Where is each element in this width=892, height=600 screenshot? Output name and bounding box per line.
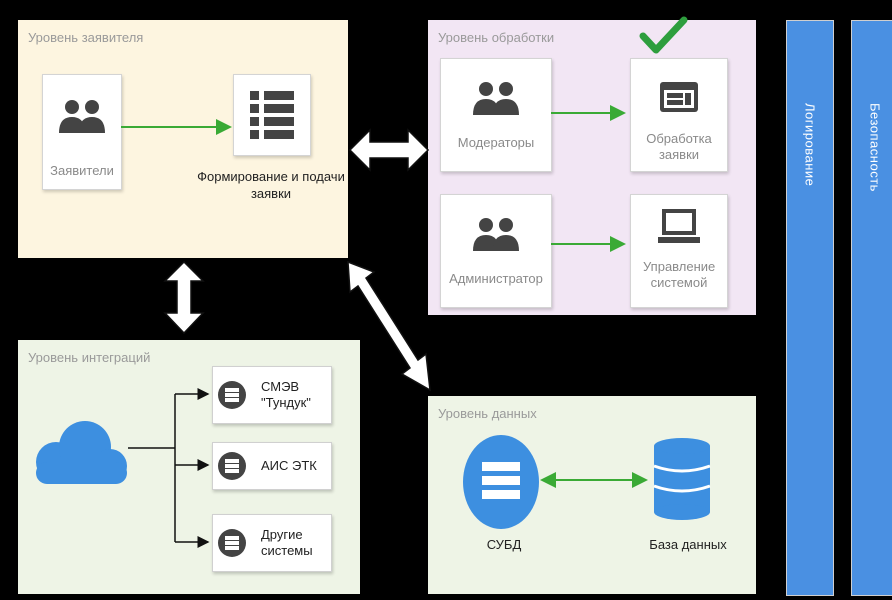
integration-zone-title: Уровень интеграций [28,350,151,365]
applicant-data-double-arrow [347,260,431,392]
server-icon [218,529,246,557]
integration-system-label: Другие системы [261,527,313,558]
processing-zone: Уровень обработки Модераторы Обработка з… [428,20,756,315]
administrator-label: Администратор [449,271,543,286]
cloud-icon [36,421,127,484]
window-icon [660,82,698,112]
integration-system-card: Другие системы [212,514,332,572]
users-icon [473,218,519,251]
integration-system-label: СМЭВ "Тундук" [261,379,311,410]
applicant-processing-double-arrow [348,128,430,172]
check-icon [639,16,688,54]
list-icon [250,91,294,139]
users-icon [473,82,519,115]
dbms-icon [463,435,539,529]
server-icon [218,381,246,409]
applicants-label: Заявители [50,163,114,178]
request-processing-label: Обработка заявки [646,131,712,162]
data-zone-title: Уровень данных [438,406,537,421]
server-icon [218,452,246,480]
database-icon [653,438,711,520]
form-node [233,74,311,156]
applicant-zone-title: Уровень заявителя [28,30,144,45]
integration-system-card: СМЭВ "Тундук" [212,366,332,424]
processing-zone-title: Уровень обработки [438,30,555,45]
security-bar: Безопасность [851,20,892,596]
dbms-label: СУБД [486,537,522,552]
integration-system-label: АИС ЭТК [261,458,317,473]
form-label: Формирование и подачи заявки [197,169,345,201]
request-processing-node: Обработка заявки [630,58,728,172]
applicants-node: Заявители [42,74,122,190]
moderators-label: Модераторы [457,135,535,150]
laptop-icon [658,209,700,243]
moderators-node: Модераторы [440,58,552,172]
applicant-zone: Уровень заявителя Заявители Формирование… [18,20,348,258]
system-management-node: Управление системой [630,194,728,308]
logging-bar: Логирование [786,20,834,596]
logging-label: Логирование [802,103,818,187]
users-icon [59,100,105,133]
integration-system-card: АИС ЭТК [212,442,332,490]
system-management-label: Управление системой [643,259,716,290]
security-label: Безопасность [867,103,883,192]
database-label: База данных [649,537,727,552]
applicant-integration-double-arrow [163,260,205,335]
administrator-node: Администратор [440,194,552,308]
